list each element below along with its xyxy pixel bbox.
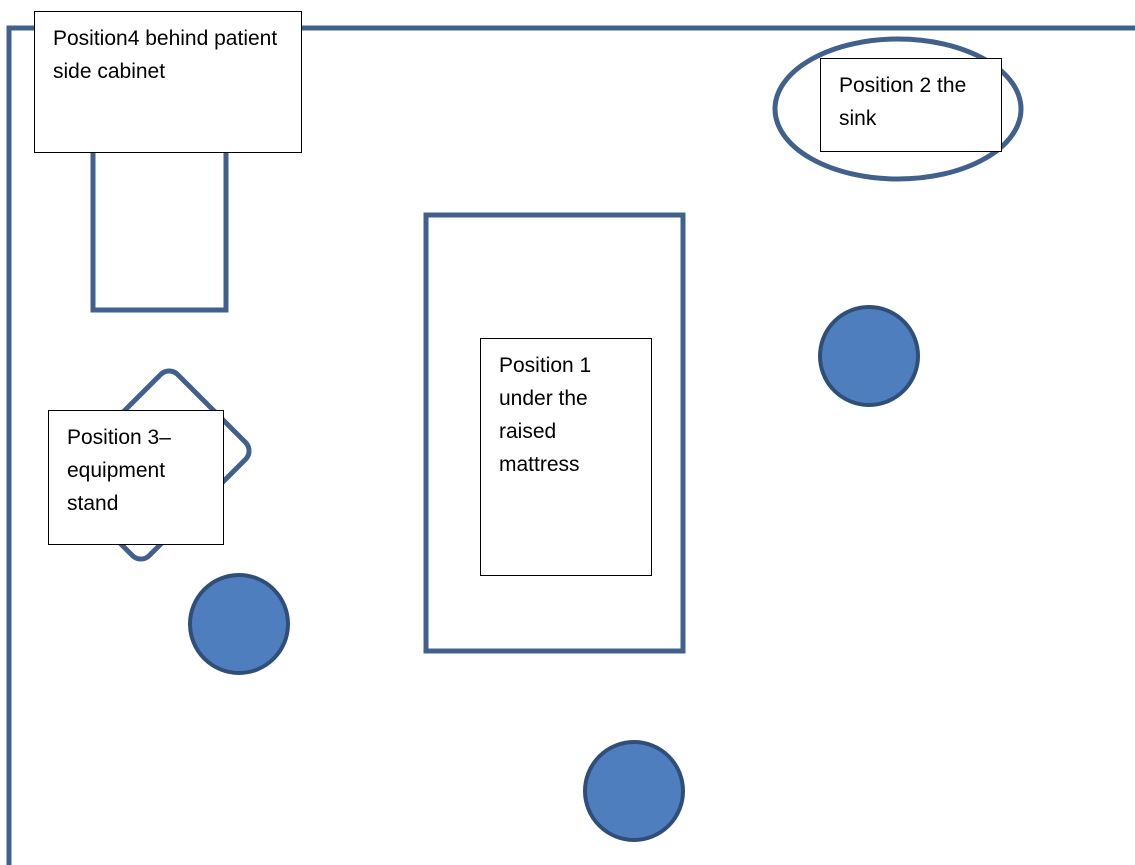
marker-circle-bottom [583, 740, 685, 842]
label-position-2-text: Position 2 the sink [839, 74, 967, 130]
side-cabinet [90, 145, 229, 313]
label-position-3-text: Position 3– equipment stand [67, 426, 171, 515]
label-position-1: Position 1 under the raised mattress [480, 338, 652, 576]
label-position-3: Position 3– equipment stand [48, 410, 224, 545]
label-position-1-text: Position 1 under the raised mattress [499, 354, 592, 476]
marker-circle-right [818, 305, 920, 407]
marker-circle-left [188, 573, 290, 675]
label-position-4-text: Position4 behind patient side cabinet [53, 27, 278, 83]
sink [772, 36, 1024, 182]
label-position-4: Position4 behind patient side cabinet [34, 11, 302, 153]
label-position-2: Position 2 the sink [820, 58, 1002, 152]
bed [423, 212, 686, 654]
room-wall [6, 25, 1135, 865]
